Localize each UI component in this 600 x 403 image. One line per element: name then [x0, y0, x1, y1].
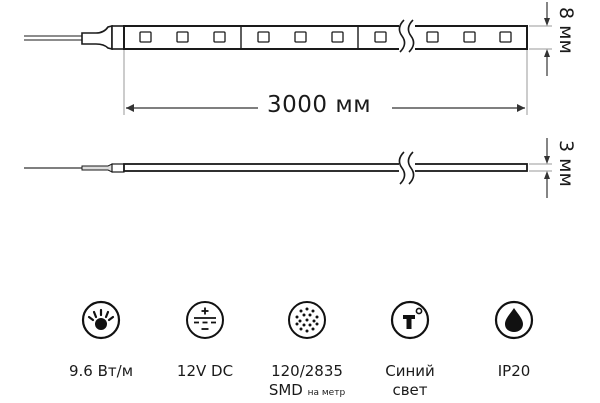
spec-color-line1: Синий: [385, 362, 435, 380]
top-view-strip: [24, 19, 528, 56]
spec-color-line2: свет: [392, 381, 428, 399]
side-view-strip: [24, 151, 528, 185]
length-label: 3000 мм: [261, 92, 378, 118]
spec-led-label: 120/2835 SMD на метр: [252, 362, 362, 403]
color-temperature-icon: [390, 300, 430, 340]
spec-led-per-meter: на метр: [307, 388, 346, 398]
dc-voltage-icon: [186, 301, 224, 339]
spec-voltage-value: 12V DC: [176, 362, 234, 380]
thickness-dimension: [529, 138, 552, 198]
width-label: 8 мм: [555, 7, 577, 54]
water-drop-icon: [494, 300, 534, 340]
spec-led-value: 120/2835: [271, 362, 343, 380]
spec-voltage-label: 12V DC: [150, 362, 260, 381]
spec-ip-label: IP20: [459, 362, 569, 381]
width-dimension: [529, 2, 552, 76]
spec-led-type: SMD: [268, 381, 303, 399]
spec-power-label: 9.6 Вт/м: [46, 362, 156, 381]
smd-led-icon: [288, 301, 326, 339]
power-icon: [81, 300, 121, 340]
spec-ip-value: IP20: [497, 362, 531, 380]
spec-color-label: Синий свет: [355, 362, 465, 400]
spec-power-value: 9.6 Вт/м: [68, 362, 134, 380]
thickness-label: 3 мм: [555, 140, 577, 187]
length-dimension: [123, 50, 528, 115]
